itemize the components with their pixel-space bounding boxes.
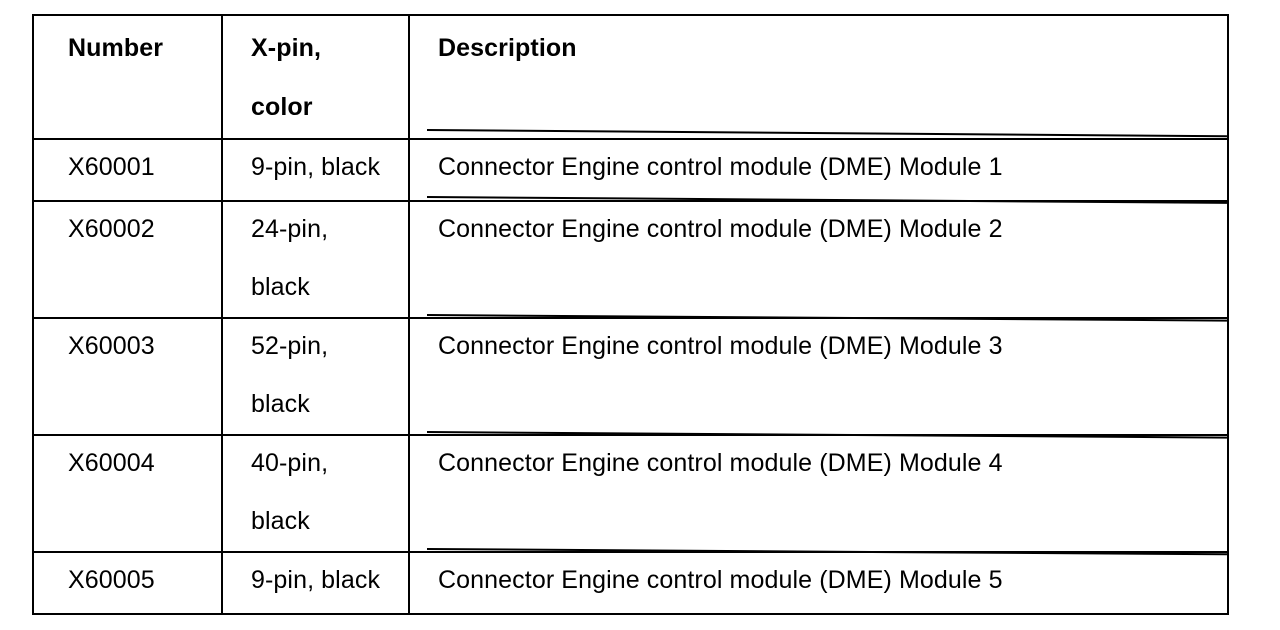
cell-description-value: Connector Engine control module (DME) Mo… — [438, 153, 1003, 181]
cell-description: Connector Engine control module (DME) Mo… — [408, 317, 1229, 436]
cell-xpin-value: 9-pin, black — [251, 153, 381, 181]
column-header-description: Description — [408, 14, 1229, 140]
cell-number: X60003 — [32, 317, 223, 436]
cell-description-value: Connector Engine control module (DME) Mo… — [438, 449, 1003, 477]
table-row: X60002 24-pin, black Connector Engine co… — [32, 200, 1229, 319]
table-header: Number X-pin, color Description — [32, 14, 1229, 140]
cell-xpin-value: 52-pin, — [251, 332, 329, 360]
table-row: X60001 9-pin, black Connector Engine con… — [32, 138, 1229, 202]
column-header-color-label: color — [251, 93, 313, 121]
cell-description-value: Connector Engine control module (DME) Mo… — [438, 566, 1003, 594]
cell-xpin-color: 9-pin, black — [221, 138, 410, 202]
cell-xpin-color: 9-pin, black — [221, 551, 410, 615]
table-header-row: Number X-pin, color Description — [32, 14, 1229, 140]
cell-xpin-color-value: black — [251, 507, 310, 535]
cell-number: X60004 — [32, 434, 223, 553]
cell-description: Connector Engine control module (DME) Mo… — [408, 551, 1229, 615]
cell-number: X60002 — [32, 200, 223, 319]
cell-xpin-color: 24-pin, black — [221, 200, 410, 319]
column-header-number: Number — [32, 14, 223, 140]
table-row: X60005 9-pin, black Connector Engine con… — [32, 551, 1229, 615]
cell-xpin-value: 40-pin, — [251, 449, 329, 477]
table-row: X60004 40-pin, black Connector Engine co… — [32, 434, 1229, 553]
column-header-number-label: Number — [68, 34, 164, 62]
cell-number-value: X60001 — [68, 153, 155, 181]
cell-xpin-value: 24-pin, — [251, 215, 329, 243]
cell-number-value: X60004 — [68, 449, 155, 477]
cell-description-value: Connector Engine control module (DME) Mo… — [438, 332, 1003, 360]
cell-xpin-color: 40-pin, black — [221, 434, 410, 553]
cell-description: Connector Engine control module (DME) Mo… — [408, 200, 1229, 319]
table-body: X60001 9-pin, black Connector Engine con… — [32, 138, 1229, 615]
table-row: X60003 52-pin, black Connector Engine co… — [32, 317, 1229, 436]
column-header-description-label: Description — [438, 34, 577, 62]
cell-number-value: X60002 — [68, 215, 155, 243]
column-header-xpin-label: X-pin, — [251, 34, 322, 62]
cell-description: Connector Engine control module (DME) Mo… — [408, 434, 1229, 553]
cell-number: X60005 — [32, 551, 223, 615]
connector-table: Number X-pin, color Description — [32, 14, 1229, 615]
cell-number: X60001 — [32, 138, 223, 202]
cell-description: Connector Engine control module (DME) Mo… — [408, 138, 1229, 202]
cell-description-value: Connector Engine control module (DME) Mo… — [438, 215, 1003, 243]
cell-xpin-color: 52-pin, black — [221, 317, 410, 436]
cell-number-value: X60005 — [68, 566, 155, 594]
cell-xpin-color-value: black — [251, 273, 310, 301]
cell-number-value: X60003 — [68, 332, 155, 360]
cell-xpin-color-value: black — [251, 390, 310, 418]
cell-xpin-value: 9-pin, black — [251, 566, 381, 594]
column-header-xpin-color: X-pin, color — [221, 14, 410, 140]
